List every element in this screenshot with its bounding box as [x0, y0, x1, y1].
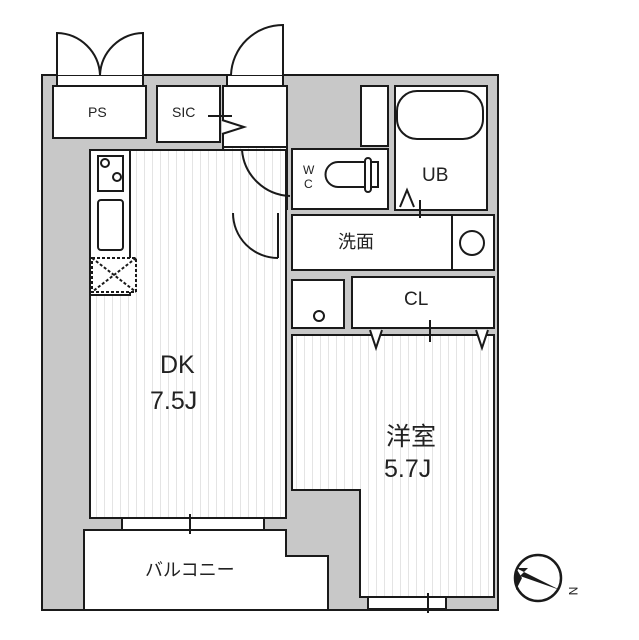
- label-western-name: 洋室: [386, 423, 437, 451]
- label-western-size: 5.7J: [384, 455, 432, 483]
- western-room: [291, 334, 495, 598]
- sic-room: [156, 85, 221, 143]
- entrance: [222, 85, 288, 148]
- north-arrow-icon: [513, 553, 563, 603]
- ps-room: [52, 85, 147, 139]
- label-ub: UB: [422, 165, 449, 186]
- label-sic: SIC: [172, 104, 196, 120]
- compass-label: N: [566, 586, 581, 596]
- closet: [351, 276, 495, 329]
- label-ps: PS: [88, 104, 107, 120]
- label-wc-w: W: [303, 163, 315, 177]
- label-wc-c: C: [304, 177, 313, 191]
- balcony: [83, 529, 329, 611]
- label-closet: CL: [404, 289, 429, 310]
- label-dk-size: 7.5J: [150, 387, 198, 415]
- label-washroom: 洗面: [338, 232, 374, 252]
- label-dk-name: DK: [160, 351, 195, 379]
- label-balcony: バルコニー: [145, 560, 235, 580]
